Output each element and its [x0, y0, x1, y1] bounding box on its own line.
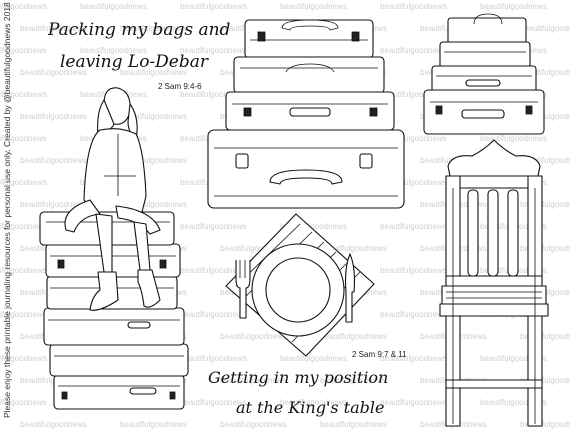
watermark-text: beautifulgoodnews: [120, 200, 187, 209]
watermark-text: beautifulgoodnews: [520, 112, 570, 121]
watermark-text: beautifulgoodnews: [220, 332, 287, 341]
suitcase-stack-small: [423, 13, 545, 135]
watermark-text: beautifulgoodnews: [180, 310, 247, 319]
watermark-text: beautifulgoodnews: [380, 2, 447, 11]
watermark-text: beautifulgoodnews: [0, 134, 47, 143]
watermark-text: beautifulgoodnews: [180, 354, 247, 363]
watermark-text: beautifulgoodnews: [180, 266, 247, 275]
watermark-text: beautifulgoodnews: [380, 134, 447, 143]
watermark-text: beautifulgoodnews: [0, 46, 47, 55]
watermark-text: beautifulgoodnews: [20, 112, 87, 121]
caption-top-line1: Packing my bags and: [48, 20, 231, 40]
watermark-text: beautifulgoodnews: [480, 134, 547, 143]
watermark-text: beautifulgoodnews: [380, 310, 447, 319]
left-suitcase-3: [43, 307, 185, 346]
wooden-chair: [439, 139, 549, 427]
woman-on-suitcases: [39, 87, 189, 410]
watermark-text: beautifulgoodnews: [380, 222, 447, 231]
watermark-text: beautifulgoodnews: [380, 398, 447, 407]
watermark-text: beautifulgoodnews: [520, 420, 570, 429]
watermark-text: beautifulgoodnews: [220, 244, 287, 253]
watermark-text: beautifulgoodnews: [520, 332, 570, 341]
caption-bottom-line1: Getting in my position: [208, 368, 389, 387]
place-setting: [225, 213, 375, 357]
watermark-text: beautifulgoodnews: [0, 310, 47, 319]
watermark-text: beautifulgoodnews: [0, 178, 47, 187]
watermark-text: beautifulgoodnews: [520, 156, 570, 165]
watermark-text: beautifulgoodnews: [480, 2, 547, 11]
watermark-text: beautifulgoodnews: [0, 90, 47, 99]
watermark-text: beautifulgoodnews: [120, 156, 187, 165]
watermark-text: beautifulgoodnews: [120, 68, 187, 77]
left-suitcase-5: [53, 374, 185, 410]
watermark-text: beautifulgoodnews: [220, 376, 287, 385]
watermark-text: beautifulgoodnews: [0, 222, 47, 231]
watermark-text: beautifulgoodnews: [120, 24, 187, 33]
watermark-text: beautifulgoodnews: [220, 420, 287, 429]
plate-inner: [265, 257, 331, 323]
watermark-text: beautifulgoodnews: [20, 420, 87, 429]
watermark-text: beautifulgoodnews: [20, 200, 87, 209]
watermark-text: beautifulgoodnews: [0, 398, 47, 407]
watermark-text: beautifulgoodnews: [0, 2, 47, 11]
watermark-text: beautifulgoodnews: [320, 420, 387, 429]
watermark-text: beautifulgoodnews: [280, 222, 347, 231]
caption-top-reference: 2 Sam 9:4-6: [158, 82, 202, 91]
watermark-text: beautifulgoodnews: [180, 2, 247, 11]
left-suitcase-4: [49, 343, 189, 377]
watermark-text: beautifulgoodnews: [280, 354, 347, 363]
watermark-text: beautifulgoodnews: [520, 244, 570, 253]
watermark-text: beautifulgoodnews: [20, 68, 87, 77]
watermark-text: beautifulgoodnews: [80, 46, 147, 55]
watermark-text: beautifulgoodnews: [20, 24, 87, 33]
watermark-text: beautifulgoodnews: [380, 178, 447, 187]
watermark-text: beautifulgoodnews: [180, 90, 247, 99]
watermark-text: beautifulgoodnews: [320, 376, 387, 385]
watermark-text: beautifulgoodnews: [520, 200, 570, 209]
watermark-text: beautifulgoodnews: [180, 46, 247, 55]
watermark-text: beautifulgoodnews: [0, 354, 47, 363]
watermark-text: beautifulgoodnews: [0, 266, 47, 275]
watermark-text: beautifulgoodnews: [20, 376, 87, 385]
watermark-text: beautifulgoodnews: [480, 354, 547, 363]
watermark-text: beautifulgoodnews: [480, 398, 547, 407]
watermark-text: beautifulgoodnews: [80, 2, 147, 11]
caption-bottom-reference: 2 Sam 9:7 & 11: [352, 350, 407, 359]
watermark-text: beautifulgoodnews: [520, 24, 570, 33]
watermark-text: beautifulgoodnews: [320, 244, 387, 253]
watermark-text: beautifulgoodnews: [180, 222, 247, 231]
watermark-text: beautifulgoodnews: [380, 266, 447, 275]
watermark-text: beautifulgoodnews: [380, 46, 447, 55]
watermark-text: beautifulgoodnews: [180, 398, 247, 407]
watermark-text: beautifulgoodnews: [280, 398, 347, 407]
watermark-text: beautifulgoodnews: [520, 68, 570, 77]
watermark-text: beautifulgoodnews: [20, 156, 87, 165]
watermark-text: beautifulgoodnews: [320, 332, 387, 341]
watermark-text: beautifulgoodnews: [380, 90, 447, 99]
suitcase-stack-large: [207, 19, 405, 209]
watermark-text: beautifulgoodnews: [520, 376, 570, 385]
watermark-text: beautifulgoodnews: [120, 112, 187, 121]
watermark-text: beautifulgoodnews: [280, 2, 347, 11]
watermark-text: beautifulgoodnews: [120, 420, 187, 429]
caption-bottom-line2: at the King's table: [236, 398, 385, 417]
caption-top-line2: leaving Lo-Debar: [60, 52, 209, 72]
watermark-text: beautifulgoodnews: [380, 354, 447, 363]
